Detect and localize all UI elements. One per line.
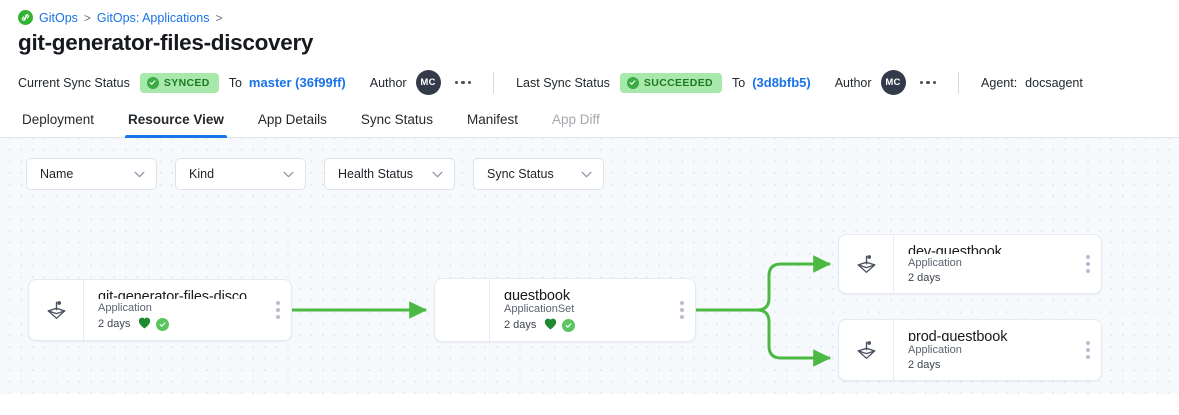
- sync-check-icon: [156, 317, 170, 331]
- node-kind: Application: [98, 302, 152, 314]
- last-revision-link[interactable]: (3d8bfb5): [752, 75, 811, 90]
- node-menu-icon[interactable]: [680, 301, 684, 319]
- node-body: git-generator-files-disco... Application…: [83, 280, 291, 340]
- node-meta: 2 days: [908, 272, 1089, 284]
- node-menu-icon[interactable]: [1086, 255, 1090, 273]
- filter-sync-status-dropdown[interactable]: Sync Status: [473, 158, 604, 190]
- node-kind: ApplicationSet: [504, 303, 575, 315]
- node-title: prod-guestbook: [908, 329, 1008, 341]
- health-heart-icon: [544, 318, 557, 332]
- node-age: 2 days: [908, 272, 941, 284]
- node-age: 2 days: [504, 319, 537, 331]
- graph-node-prod-guestbook[interactable]: prod-guestbook Application 2 days: [838, 319, 1102, 381]
- node-body: guestbook ApplicationSet 2 days: [489, 279, 695, 341]
- node-body: prod-guestbook Application 2 days: [893, 320, 1101, 380]
- agent-label: Agent:: [981, 75, 1018, 90]
- chevron-down-icon: [134, 171, 145, 178]
- node-icon-placeholder: [435, 279, 489, 341]
- edge-appset-to-prod: [756, 308, 832, 367]
- node-title: git-generator-files-disco...: [98, 289, 259, 299]
- tab-deployment[interactable]: Deployment: [22, 111, 95, 127]
- node-title: dev-guestbook: [908, 244, 1002, 254]
- sync-check-icon: [562, 318, 576, 332]
- health-heart-icon: [138, 317, 151, 331]
- current-revision-link[interactable]: master (36f99ff): [248, 75, 346, 90]
- application-icon: [839, 320, 893, 380]
- node-menu-icon[interactable]: [276, 301, 280, 319]
- filter-name-dropdown[interactable]: Name: [26, 158, 157, 190]
- application-icon: [839, 235, 893, 293]
- filter-kind-dropdown[interactable]: Kind: [175, 158, 306, 190]
- application-icon: [29, 280, 83, 340]
- current-to-label: To: [228, 75, 242, 90]
- tab-manifest[interactable]: Manifest: [466, 111, 518, 127]
- tab-sync-status[interactable]: Sync Status: [360, 111, 433, 127]
- filter-health-status-label: Health Status: [338, 167, 414, 181]
- node-meta: 2 days: [908, 359, 1089, 371]
- current-sync-status-label: Current Sync Status: [18, 75, 130, 90]
- chevron-down-icon: [283, 171, 294, 178]
- current-author-avatar[interactable]: MC: [415, 70, 441, 95]
- resource-graph-canvas[interactable]: Name Kind Health Status Sync Status: [0, 138, 1179, 394]
- graph-node-dev-guestbook[interactable]: dev-guestbook Application 2 days: [838, 234, 1102, 294]
- node-kind: Application: [908, 344, 962, 356]
- filter-sync-status-label: Sync Status: [487, 167, 554, 181]
- last-sync-more-icon[interactable]: [919, 80, 937, 85]
- breadcrumb-separator-2: >: [215, 10, 223, 25]
- breadcrumb-separator-1: >: [83, 10, 91, 25]
- node-title: guestbook: [504, 288, 571, 300]
- status-divider-2: [958, 71, 960, 94]
- current-sync-more-icon[interactable]: [454, 80, 472, 85]
- current-sync-status-badge: SYNCED: [139, 72, 219, 93]
- page-title: git-generator-files-discovery: [18, 30, 314, 55]
- chevron-down-icon: [432, 171, 443, 178]
- node-badges: [138, 317, 170, 331]
- graph-node-git-generator-files-discovery[interactable]: git-generator-files-disco... Application…: [28, 279, 292, 341]
- current-author-label: Author: [369, 75, 407, 90]
- tab-bar: Deployment Resource View App Details Syn…: [0, 98, 1179, 138]
- tab-app-diff: App Diff: [551, 111, 600, 127]
- last-sync-status-badge-text: SUCCEEDED: [643, 76, 713, 89]
- node-badges: [544, 318, 576, 332]
- chevron-down-icon: [581, 171, 592, 178]
- breadcrumb-item-gitops-applications[interactable]: GitOps: Applications: [96, 10, 210, 25]
- breadcrumb: GitOps > GitOps: Applications >: [0, 0, 1179, 25]
- current-sync-status-badge-text: SYNCED: [163, 76, 210, 89]
- agent-value: docsagent: [1025, 75, 1083, 90]
- filter-kind-label: Kind: [189, 167, 215, 181]
- last-sync-status-label: Last Sync Status: [516, 75, 610, 90]
- node-age: 2 days: [908, 359, 941, 371]
- graph-edges: [292, 255, 832, 367]
- node-meta: 2 days: [504, 318, 683, 332]
- tab-resource-view[interactable]: Resource View: [111, 112, 241, 138]
- node-body: dev-guestbook Application 2 days: [893, 235, 1101, 293]
- tab-app-details[interactable]: App Details: [257, 111, 327, 127]
- edge-appset-to-dev: [756, 255, 832, 312]
- check-circle-icon: [146, 76, 159, 89]
- breadcrumb-item-gitops[interactable]: GitOps: [39, 10, 78, 25]
- node-kind: Application: [908, 257, 962, 269]
- node-age: 2 days: [98, 318, 131, 330]
- filter-name-label: Name: [40, 167, 74, 181]
- filter-bar: Name Kind Health Status Sync Status: [26, 158, 604, 190]
- check-circle-icon: [626, 76, 639, 89]
- last-to-label: To: [731, 75, 746, 90]
- node-menu-icon[interactable]: [1086, 341, 1090, 359]
- graph-node-guestbook[interactable]: guestbook ApplicationSet 2 days: [434, 278, 696, 342]
- node-meta: 2 days: [98, 317, 279, 331]
- status-bar: Current Sync Status SYNCED To master (36…: [0, 56, 1179, 98]
- last-sync-status-badge: SUCCEEDED: [619, 72, 722, 93]
- gitops-logo-icon: [18, 10, 33, 25]
- last-author-label: Author: [834, 75, 872, 90]
- filter-health-status-dropdown[interactable]: Health Status: [324, 158, 455, 190]
- last-author-avatar[interactable]: MC: [880, 70, 906, 95]
- status-divider-1: [493, 71, 495, 94]
